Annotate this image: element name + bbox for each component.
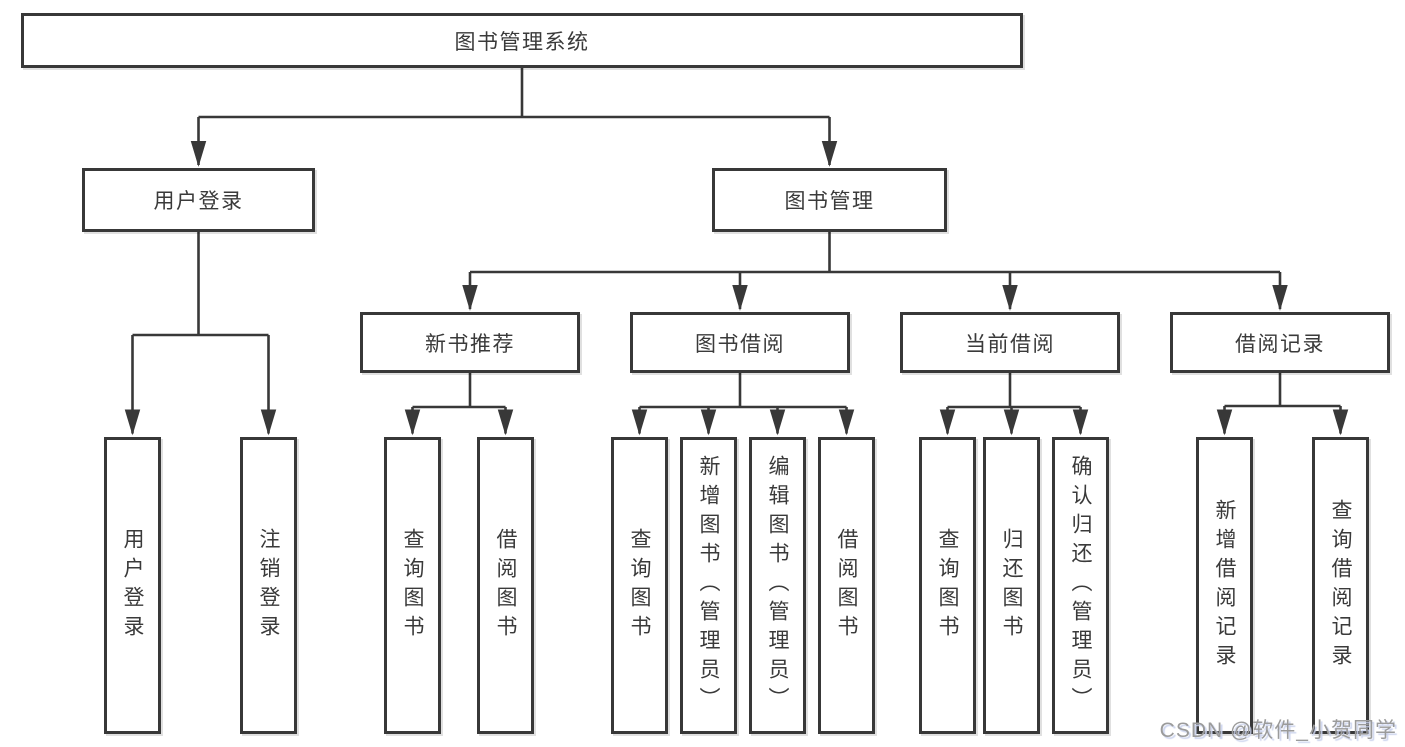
leaf-borrow-borrow-books: 借阅图书 (818, 437, 875, 734)
leaf-user-login: 用户登录 (104, 437, 161, 734)
node-user-login: 用户登录 (82, 168, 315, 232)
leaf-current-confirm-return-admin: 确认归还（管理员） (1052, 437, 1109, 734)
node-book-management: 图书管理 (712, 168, 947, 232)
leaf-borrow-edit-books-admin: 编辑图书（管理员） (749, 437, 806, 734)
leaf-recommend-borrow-books: 借阅图书 (477, 437, 534, 734)
leaf-logout: 注销登录 (240, 437, 297, 734)
leaf-borrow-add-books-admin: 新增图书（管理员） (680, 437, 737, 734)
leaf-current-return-books: 归还图书 (983, 437, 1040, 734)
node-current-borrow: 当前借阅 (900, 312, 1120, 373)
leaf-recommend-query-books: 查询图书 (384, 437, 441, 734)
node-book-borrow: 图书借阅 (630, 312, 850, 373)
leaf-records-add-record: 新增借阅记录 (1196, 437, 1253, 734)
node-root: 图书管理系统 (21, 13, 1023, 68)
csdn-watermark: CSDN @软件_小贺同学 (1159, 719, 1397, 742)
node-new-book-recommend: 新书推荐 (360, 312, 580, 373)
leaf-current-query-books: 查询图书 (919, 437, 976, 734)
node-borrow-records: 借阅记录 (1170, 312, 1390, 373)
leaf-borrow-query-books: 查询图书 (611, 437, 668, 734)
leaf-records-query-record: 查询借阅记录 (1312, 437, 1369, 734)
